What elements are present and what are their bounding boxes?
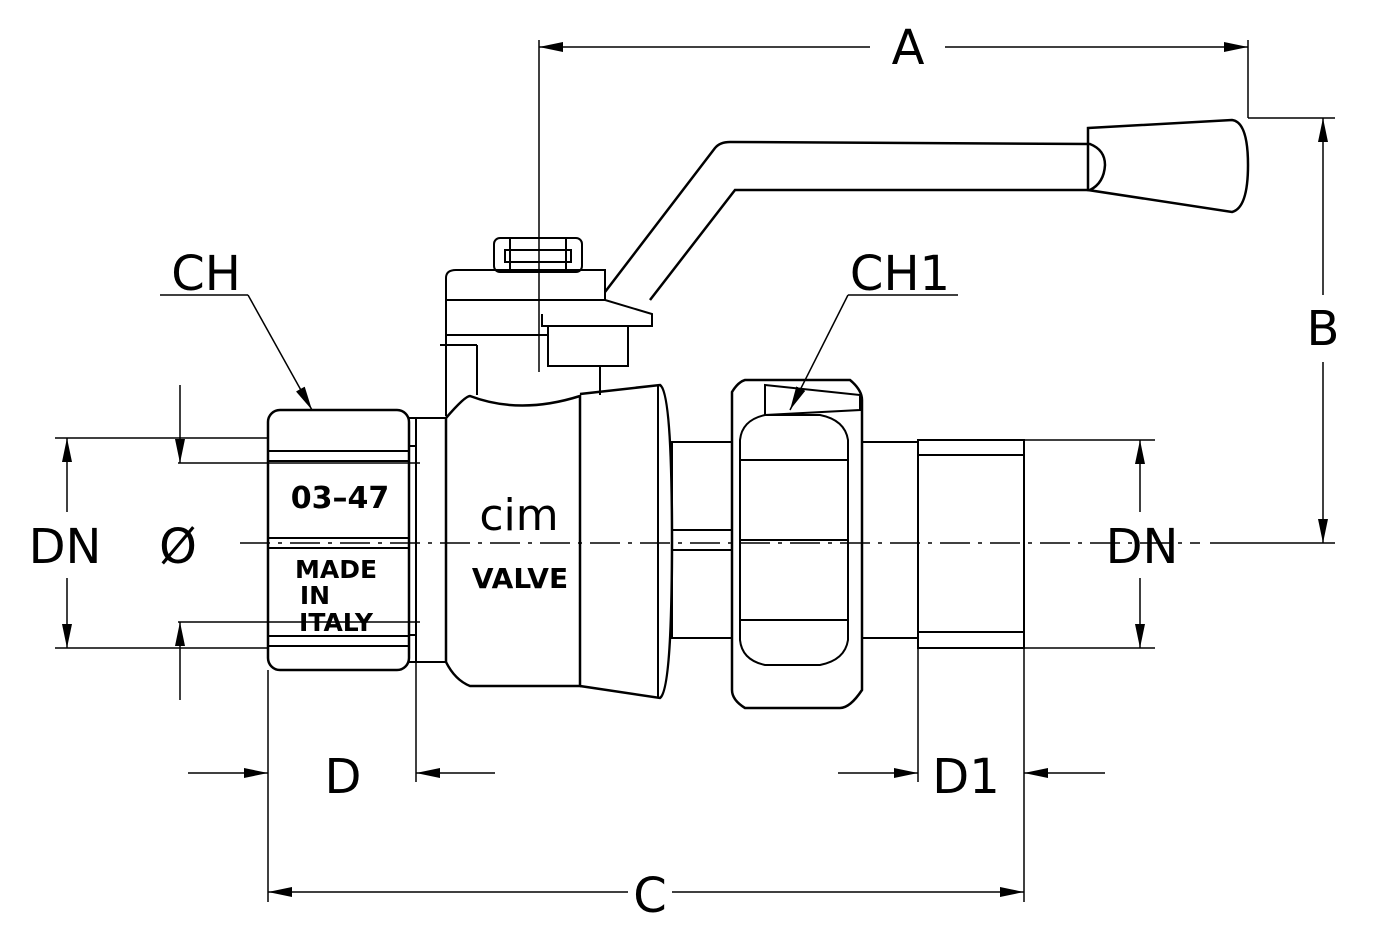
dimension-d (188, 662, 495, 782)
leader-ch1 (789, 294, 958, 411)
label-ch1: CH1 (850, 246, 950, 302)
label-dn-left: DN (29, 519, 102, 575)
marking-in: IN (300, 581, 330, 610)
valve-body (444, 383, 674, 700)
union-tube (671, 441, 733, 639)
label-ch: CH (171, 246, 241, 302)
handle-bracket (440, 269, 653, 416)
marking-valve: VALVE (472, 562, 568, 595)
label-c: C (633, 868, 667, 924)
marking-code: 03–47 (291, 481, 390, 516)
dimension-dn-right (1024, 439, 1155, 649)
label-diameter: Ø (159, 519, 197, 575)
dimension-dn-left (55, 437, 268, 649)
label-d1: D1 (932, 749, 1000, 805)
dimension-d1 (838, 648, 1105, 782)
brand-logo: cim (479, 490, 558, 541)
label-d: D (325, 749, 362, 805)
label-dn-right: DN (1106, 519, 1179, 575)
dimension-diameter (175, 385, 420, 700)
dimension-a (538, 40, 1249, 372)
handle-lever (604, 118, 1250, 301)
dimension-b (1210, 117, 1335, 544)
marking-made: MADE (295, 555, 377, 584)
union-hex-nut (730, 378, 864, 710)
leader-ch (160, 294, 313, 411)
dimension-c (267, 648, 1025, 902)
label-b: B (1307, 301, 1340, 357)
label-a: A (892, 20, 925, 76)
left-hex-body (266, 408, 446, 672)
male-threaded-end (861, 439, 1025, 649)
stem-nut (493, 237, 583, 273)
marking-italy: ITALY (299, 608, 374, 637)
